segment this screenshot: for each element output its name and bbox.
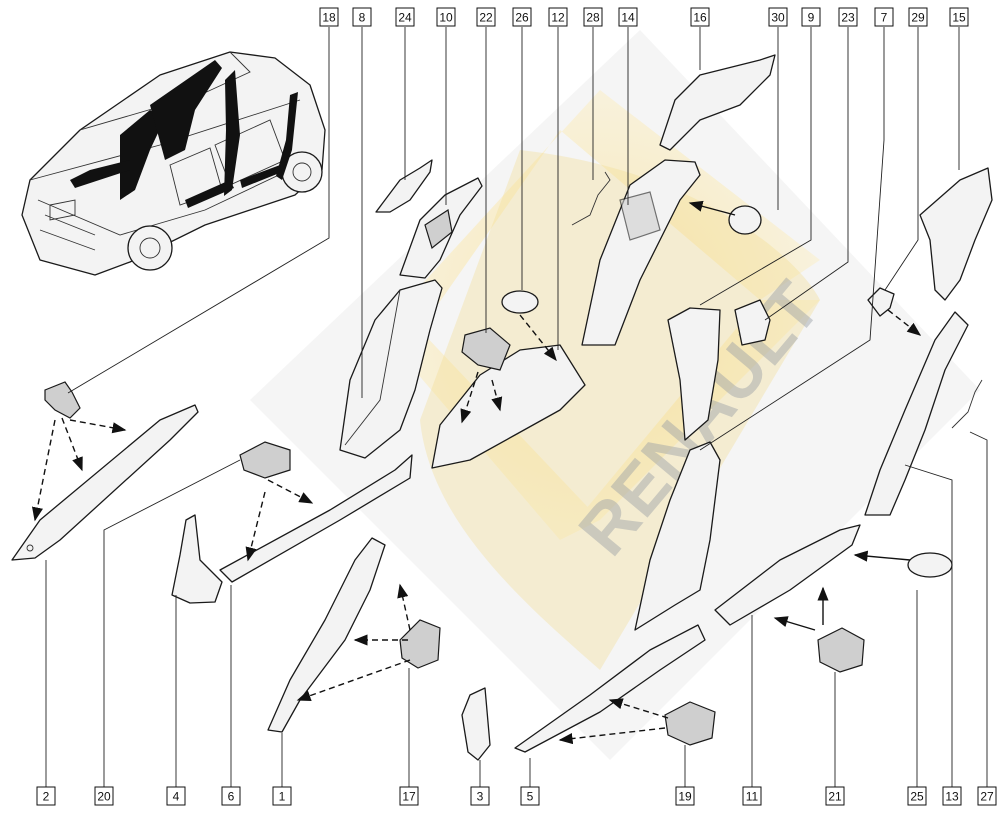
svg-text:3: 3 xyxy=(477,790,484,804)
part-7-b-pillar-trim xyxy=(634,441,721,631)
part-1-front-pillar-lower xyxy=(267,537,386,733)
part-22-clip xyxy=(461,327,511,371)
part-21-clip xyxy=(817,627,865,673)
svg-text:16: 16 xyxy=(693,11,707,25)
assembly-arrows xyxy=(31,200,922,745)
part-23-pad xyxy=(734,299,771,346)
part-11-trim xyxy=(714,524,861,626)
part-15-rear-quarter xyxy=(919,167,993,301)
callout-23: 23 xyxy=(838,7,858,27)
callout-13: 13 xyxy=(942,786,962,806)
leader-lines xyxy=(45,27,988,787)
part-16-roof-trim xyxy=(659,54,776,151)
svg-text:14: 14 xyxy=(621,11,635,25)
callout-8: 8 xyxy=(352,7,372,27)
svg-text:19: 19 xyxy=(678,790,692,804)
callout-16: 16 xyxy=(690,7,710,27)
part-3-kick-panel xyxy=(461,687,491,761)
svg-text:22: 22 xyxy=(479,11,493,25)
callout-30: 30 xyxy=(768,7,788,27)
callout-7: 7 xyxy=(874,7,894,27)
svg-text:6: 6 xyxy=(228,790,235,804)
callout-3: 3 xyxy=(470,786,490,806)
svg-text:7: 7 xyxy=(881,11,888,25)
part-25-cover xyxy=(907,552,953,578)
callout-25: 25 xyxy=(907,786,927,806)
svg-text:18: 18 xyxy=(322,11,336,25)
callout-29: 29 xyxy=(908,7,928,27)
part-4-bracket xyxy=(171,514,223,604)
svg-text:20: 20 xyxy=(97,790,111,804)
part-27-harness xyxy=(951,379,983,429)
svg-text:26: 26 xyxy=(515,11,529,25)
part-26-cover xyxy=(501,290,539,314)
part-12-lower-trim xyxy=(431,344,586,469)
svg-text:23: 23 xyxy=(841,11,855,25)
callout-11: 11 xyxy=(742,786,762,806)
part-17-fasteners xyxy=(399,619,441,669)
part-18-clip xyxy=(44,381,81,419)
callout-10: 10 xyxy=(436,7,456,27)
callout-5: 5 xyxy=(520,786,540,806)
callout-1: 1 xyxy=(272,786,292,806)
part-13-c-pillar-trim xyxy=(864,311,969,516)
svg-text:27: 27 xyxy=(980,790,994,804)
svg-text:17: 17 xyxy=(402,790,416,804)
callout-26: 26 xyxy=(512,7,532,27)
svg-text:10: 10 xyxy=(439,11,453,25)
part-5-rear-sill xyxy=(514,624,706,753)
callout-2: 2 xyxy=(36,786,56,806)
callout-24: 24 xyxy=(395,7,415,27)
svg-text:25: 25 xyxy=(910,790,924,804)
callout-9: 9 xyxy=(801,7,821,27)
part-24-cap xyxy=(375,159,433,213)
svg-text:5: 5 xyxy=(527,790,534,804)
part-6-sill-trim xyxy=(219,454,413,583)
svg-text:30: 30 xyxy=(771,11,785,25)
part-20-clip xyxy=(239,441,291,479)
callout-14: 14 xyxy=(618,7,638,27)
trim-parts xyxy=(11,54,993,761)
svg-text:15: 15 xyxy=(952,11,966,25)
callout-15: 15 xyxy=(949,7,969,27)
callouts-bottom: 2 20 4 6 1 17 3 5 19 11 21 25 13 27 xyxy=(36,786,997,806)
part-9-b-pillar-lower xyxy=(667,307,721,441)
part-19-clip xyxy=(664,701,716,746)
part-30-cap xyxy=(728,205,762,235)
part-29-grommet xyxy=(867,287,895,317)
svg-text:1: 1 xyxy=(279,790,286,804)
svg-text:4: 4 xyxy=(173,790,180,804)
svg-text:8: 8 xyxy=(359,11,366,25)
svg-text:2: 2 xyxy=(43,790,50,804)
svg-text:12: 12 xyxy=(551,11,565,25)
callout-19: 19 xyxy=(675,786,695,806)
callout-20: 20 xyxy=(94,786,114,806)
car-illustration xyxy=(21,51,326,276)
callout-22: 22 xyxy=(476,7,496,27)
callout-27: 27 xyxy=(977,786,997,806)
svg-text:24: 24 xyxy=(398,11,412,25)
svg-text:11: 11 xyxy=(746,790,759,804)
callouts-top: 18 8 24 10 22 26 12 28 14 16 30 9 23 7 2… xyxy=(319,7,969,27)
part-2-a-pillar-trim xyxy=(11,404,199,561)
callout-18: 18 xyxy=(319,7,339,27)
callout-21: 21 xyxy=(825,786,845,806)
callout-12: 12 xyxy=(548,7,568,27)
svg-text:13: 13 xyxy=(945,790,959,804)
svg-text:28: 28 xyxy=(586,11,600,25)
part-8-pillar-trim xyxy=(339,279,443,459)
svg-text:21: 21 xyxy=(828,790,842,804)
callout-4: 4 xyxy=(166,786,186,806)
callout-6: 6 xyxy=(221,786,241,806)
svg-text:9: 9 xyxy=(808,11,815,25)
part-28-harness xyxy=(571,171,611,226)
svg-text:29: 29 xyxy=(911,11,925,25)
callout-28: 28 xyxy=(583,7,603,27)
part-14-b-pillar-upper xyxy=(581,159,701,346)
callout-17: 17 xyxy=(399,786,419,806)
watermark-diamond-shadow xyxy=(250,30,980,760)
